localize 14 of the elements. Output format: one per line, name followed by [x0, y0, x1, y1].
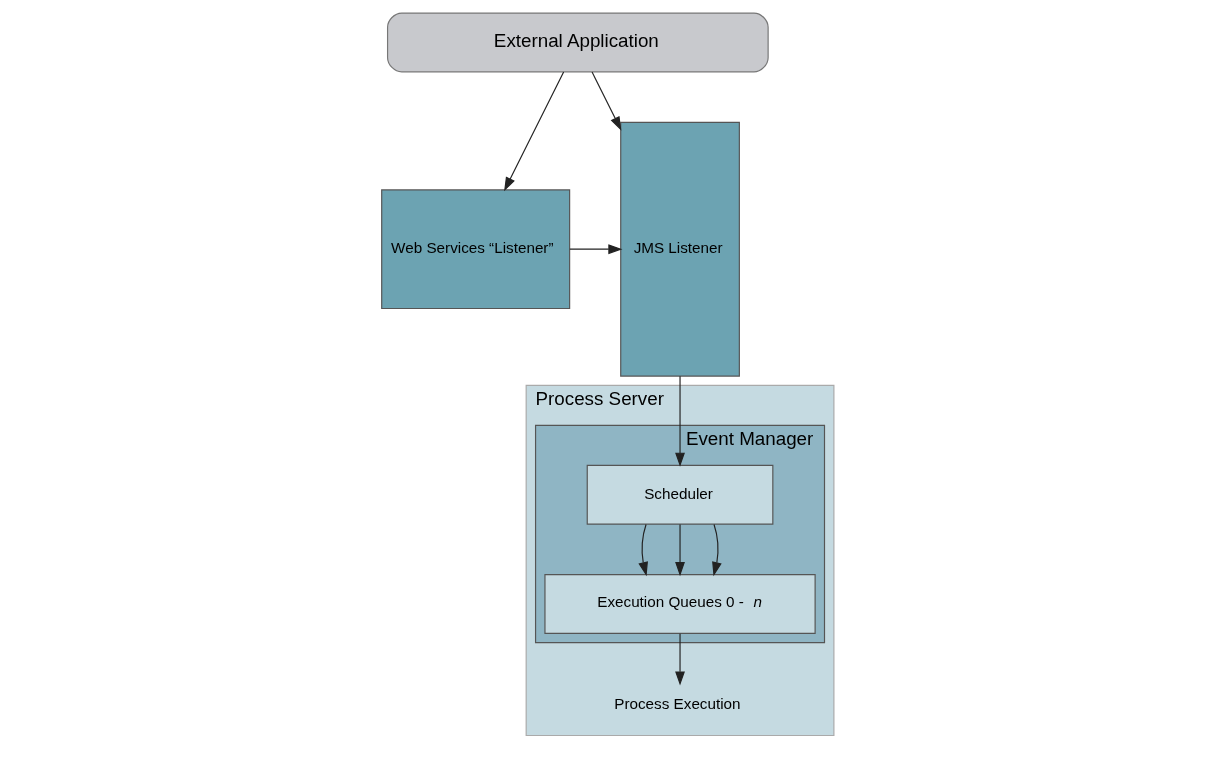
node-box: Web Services “Listener”: [381, 189, 571, 310]
arrow: [504, 71, 565, 192]
arrow: [712, 523, 722, 577]
arrow: [569, 244, 623, 255]
node-box: Execution Queues 0 - n: [544, 573, 816, 634]
node-text: Process Execution: [614, 694, 741, 712]
arrow: [675, 633, 685, 686]
node-box: JMS Listener: [620, 121, 740, 377]
arrow: [675, 375, 685, 467]
node-box: External Application: [387, 12, 769, 73]
arrow: [675, 523, 685, 577]
node-box: Scheduler: [586, 464, 774, 525]
arrow: [591, 71, 622, 131]
arrow: [638, 523, 648, 577]
